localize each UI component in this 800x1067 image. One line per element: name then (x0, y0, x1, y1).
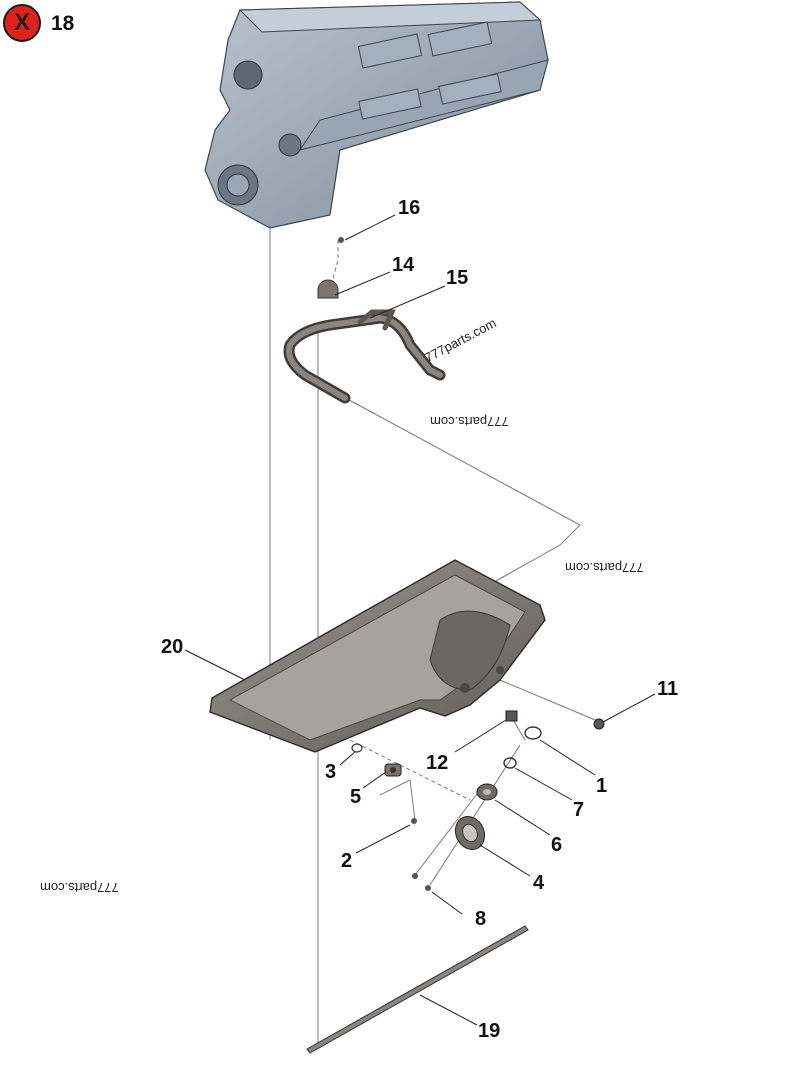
callout-19[interactable]: 19 (478, 1020, 501, 1042)
part-5-connector[interactable] (384, 763, 402, 777)
item-count: 18 (51, 12, 75, 35)
callout-1[interactable]: 1 (596, 775, 608, 797)
callout-5[interactable]: 5 (350, 786, 362, 808)
part-11-drain-plug[interactable] (593, 718, 605, 730)
callout-8[interactable]: 8 (475, 908, 487, 930)
callout-12[interactable]: 12 (426, 752, 449, 774)
part-2-bolt[interactable] (411, 818, 417, 824)
callout-15[interactable]: 15 (446, 267, 469, 289)
part-6-flange[interactable] (476, 783, 498, 801)
watermark-3: 777parts.com (565, 560, 644, 575)
callout-leaders (184, 214, 656, 1026)
part-15-oil-tube[interactable] (283, 309, 446, 404)
part-4-elbow[interactable] (450, 812, 490, 855)
callout-20[interactable]: 20 (161, 636, 184, 658)
callout-3[interactable]: 3 (325, 761, 337, 783)
part-3-o-ring[interactable] (351, 743, 363, 753)
callout-4[interactable]: 4 (533, 872, 545, 894)
callout-11[interactable]: 11 (657, 678, 679, 700)
part-1-gasket[interactable] (524, 726, 542, 740)
part-8-bolt-b[interactable] (425, 885, 431, 891)
callout-14[interactable]: 14 (392, 254, 415, 276)
close-button[interactable]: X (3, 4, 41, 42)
callout-6[interactable]: 6 (551, 834, 563, 856)
part-20-oil-pan[interactable] (209, 559, 546, 753)
part-14-clamp[interactable] (317, 279, 339, 299)
part-7-o-ring[interactable] (503, 757, 517, 769)
engine-block (204, 1, 549, 229)
callout-16[interactable]: 16 (398, 197, 421, 219)
part-12-fitting[interactable] (505, 710, 518, 722)
watermark-4: 777parts.com (40, 880, 119, 895)
part-19-seal-strip[interactable] (306, 925, 529, 1054)
close-icon: X (13, 9, 30, 36)
callout-7[interactable]: 7 (573, 799, 585, 821)
part-16-stud[interactable] (338, 237, 344, 243)
watermark-2: 777parts.com (430, 414, 509, 429)
part-8-bolt-a[interactable] (412, 873, 418, 879)
callout-2[interactable]: 2 (341, 850, 353, 872)
